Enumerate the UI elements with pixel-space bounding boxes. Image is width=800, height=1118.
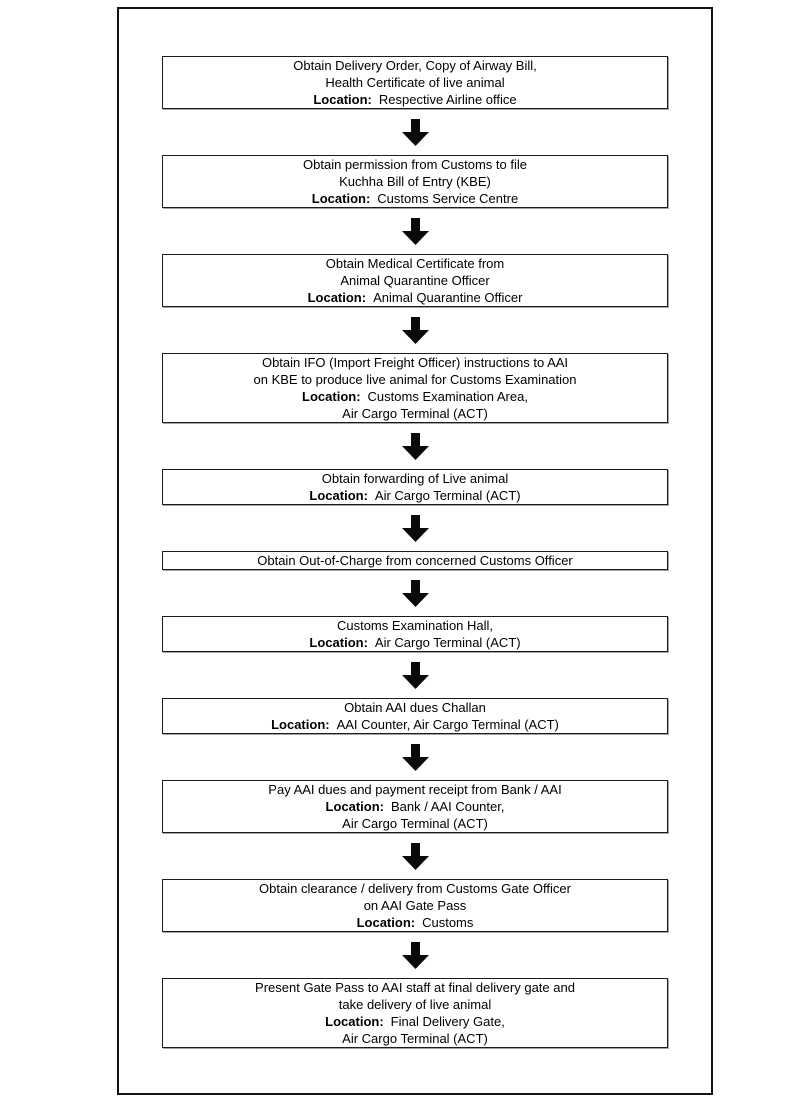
step-text-line: Obtain clearance / delivery from Customs… [259, 881, 571, 896]
down-arrow-icon [401, 941, 429, 969]
flow-arrow [401, 570, 429, 616]
flow-arrow [401, 109, 429, 155]
step-text-line: Animal Quarantine Officer [340, 273, 490, 288]
location-label: Location: [271, 717, 330, 732]
down-arrow-icon [401, 842, 429, 870]
location-label: Location: [302, 389, 361, 404]
down-arrow-icon [401, 432, 429, 460]
flow-arrow [401, 208, 429, 254]
step-text-line: Obtain permission from Customs to file [303, 157, 527, 172]
location-value: Animal Quarantine Officer [373, 290, 523, 305]
step-text-line: Obtain IFO (Import Freight Officer) inst… [261, 355, 569, 370]
location-label: Location: [356, 915, 416, 930]
step-text-line: Obtain Out-of-Charge from concerned Cust… [257, 553, 573, 568]
location-value: Customs [422, 915, 474, 930]
flow-step-7: Customs Examination Hall, Location: Air Ca… [162, 616, 668, 652]
step-text-line: Obtain Delivery Order, Copy of Airway Bi… [293, 58, 537, 73]
step-text-line: Obtain forwarding of Live animal [321, 471, 509, 486]
step-location-line: Location: Bank / AAI Counter, [167, 798, 663, 815]
location-value: AAI Counter, Air Cargo Terminal (ACT) [336, 717, 559, 732]
location-label: Location: [311, 191, 371, 206]
down-arrow-icon [401, 514, 429, 542]
step-text-line: Obtain AAI dues Challan [344, 700, 486, 715]
step-location-line: Location: Animal Quarantine Officer [167, 289, 663, 306]
step-text-line: on AAI Gate Pass [363, 898, 467, 913]
down-arrow-icon [401, 743, 429, 771]
flow-arrow [401, 307, 429, 353]
step-text-line: on KBE to produce live animal for Custom… [253, 372, 577, 387]
step-text-line: take delivery of live animal [338, 997, 492, 1012]
down-arrow-icon [401, 579, 429, 607]
flowchart: Obtain Delivery Order, Copy of Airway Bi… [119, 56, 711, 1048]
step-text-line: Present Gate Pass to AAI staff at final … [255, 980, 575, 995]
flow-arrow [401, 833, 429, 879]
step-location-line: Air Cargo Terminal (ACT) [342, 406, 488, 421]
outer-border-frame: Obtain Delivery Order, Copy of Airway Bi… [117, 7, 713, 1095]
location-label: Location: [309, 488, 368, 503]
location-value: Bank / AAI Counter, [391, 799, 505, 814]
location-value: Final Delivery Gate, [390, 1014, 505, 1029]
step-text-line: Customs Examination Hall, [336, 618, 494, 633]
flow-step-4: Obtain IFO (Import Freight Officer) inst… [162, 353, 668, 423]
location-value: Customs Examination Area, [367, 389, 528, 404]
location-label: Location: [309, 635, 368, 650]
down-arrow-icon [401, 217, 429, 245]
flow-step-11: Present Gate Pass to AAI staff at final … [162, 978, 668, 1048]
step-location-line: Air Cargo Terminal (ACT) [342, 816, 488, 831]
step-text-line: Kuchha Bill of Entry (KBE) [339, 174, 491, 189]
location-label: Location: [325, 799, 385, 814]
location-value: Air Cargo Terminal (ACT) [374, 635, 521, 650]
flow-step-10: Obtain clearance / delivery from Customs… [162, 879, 668, 932]
down-arrow-icon [401, 661, 429, 689]
location-value: Customs Service Centre [377, 191, 519, 206]
step-location-line: Location: Customs Examination Area, [167, 388, 663, 405]
step-location-line: Location: Customs Service Centre [167, 190, 663, 207]
step-location-line: Location: Customs [167, 914, 663, 931]
location-label: Location: [313, 92, 372, 107]
flow-arrow [401, 652, 429, 698]
step-text-line: Pay AAI dues and payment receipt from Ba… [268, 782, 562, 797]
step-location-line: Location: AAI Counter, Air Cargo Terminal… [167, 716, 663, 733]
flow-step-1: Obtain Delivery Order, Copy of Airway Bi… [162, 56, 668, 109]
flow-arrow [401, 505, 429, 551]
flow-step-9: Pay AAI dues and payment receipt from Ba… [162, 780, 668, 833]
step-location-line: Location: Respective Airline office [167, 91, 663, 108]
location-label: Location: [325, 1014, 384, 1029]
location-value: Air Cargo Terminal (ACT) [374, 488, 521, 503]
flow-step-6: Obtain Out-of-Charge from concerned Cust… [162, 551, 668, 570]
step-location-line: Location: Air Cargo Terminal (ACT) [167, 487, 663, 504]
step-location-line: Location: Air Cargo Terminal (ACT) [167, 634, 663, 651]
step-text-line: Health Certificate of live animal [325, 75, 505, 90]
location-label: Location: [307, 290, 367, 305]
step-text-line: Obtain Medical Certificate from [325, 256, 505, 271]
flow-arrow [401, 734, 429, 780]
down-arrow-icon [401, 316, 429, 344]
flow-arrow [401, 932, 429, 978]
down-arrow-icon [401, 118, 429, 146]
step-location-line: Location: Final Delivery Gate, [167, 1013, 663, 1030]
flow-arrow [401, 423, 429, 469]
location-value: Respective Airline office [378, 92, 517, 107]
step-location-line: Air Cargo Terminal (ACT) [342, 1031, 488, 1046]
